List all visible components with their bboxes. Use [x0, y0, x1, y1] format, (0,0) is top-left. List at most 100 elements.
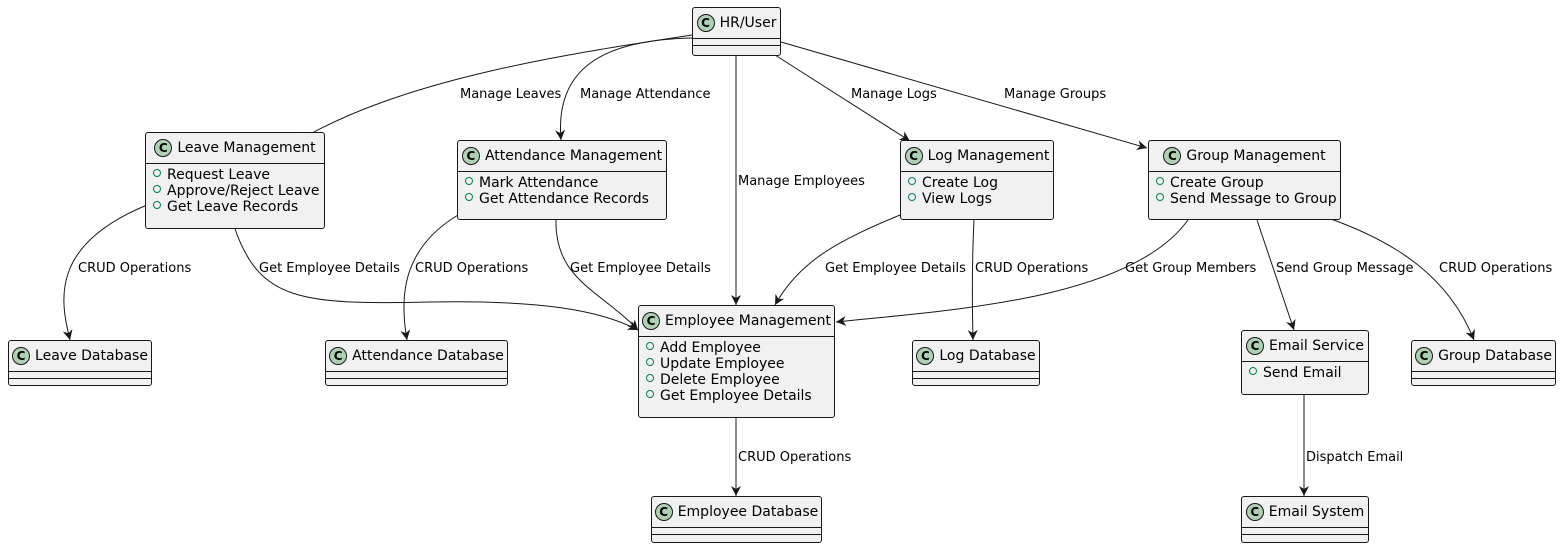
edge-manage-groups [780, 41, 1148, 151]
class-badge-icon: C [904, 147, 923, 165]
class-name: Log Database [939, 348, 1036, 364]
label-group-crud: CRUD Operations [1439, 261, 1552, 276]
public-visibility-icon [1156, 177, 1164, 185]
public-visibility-icon [153, 185, 161, 193]
label-log-get-employee: Get Employee Details [825, 261, 966, 276]
methods-compartment: Request Leave Approve/Reject Leave Get L… [146, 163, 324, 220]
attributes-compartment [9, 371, 151, 378]
method-item: Send Message to Group [1156, 191, 1340, 207]
label-manage-logs: Manage Logs [851, 87, 937, 102]
class-badge-icon: C [696, 14, 715, 32]
label-log-crud: CRUD Operations [975, 261, 1088, 276]
public-visibility-icon [153, 169, 161, 177]
class-badge-icon: C [461, 147, 480, 165]
class-name: Leave Management [177, 140, 316, 156]
label-group-get-members: Get Group Members [1125, 261, 1256, 276]
method-item: Get Leave Records [153, 199, 324, 215]
class-name: Attendance Database [352, 348, 504, 364]
edge-leave-crud [62, 204, 148, 341]
edge-attendance-get-employee [555, 219, 639, 331]
method-item: Get Attendance Records [465, 191, 666, 207]
methods-compartment: Create Log View Logs [901, 171, 1053, 212]
methods-compartment [9, 378, 151, 387]
edge-group-send-message [1256, 219, 1296, 331]
class-name: Email System [1268, 504, 1365, 520]
edge-manage-attendance [555, 37, 693, 141]
class-badge-icon: C [329, 347, 348, 365]
class-name: Email Service [1268, 338, 1365, 354]
methods-compartment: Mark Attendance Get Attendance Records [458, 171, 666, 212]
methods-compartment: Create Group Send Message to Group [1149, 171, 1340, 212]
edge-group-crud [1309, 211, 1475, 341]
method-item: Delete Employee [646, 372, 834, 388]
public-visibility-icon [646, 390, 654, 398]
attributes-compartment [652, 527, 821, 534]
edge-leave-get-employee [234, 228, 639, 331]
class-name: HR/User [719, 15, 777, 31]
edge-manage-logs [774, 54, 911, 142]
class-name: Group Management [1186, 148, 1326, 164]
public-visibility-icon [153, 201, 161, 209]
label-manage-groups: Manage Groups [1004, 87, 1106, 102]
class-name: Group Database [1438, 348, 1552, 364]
method-item: Send Email [1249, 365, 1368, 381]
method-item: View Logs [908, 191, 1053, 207]
label-leave-crud: CRUD Operations [78, 261, 191, 276]
label-group-send-message: Send Group Message [1276, 261, 1414, 276]
edge-log-get-employee [774, 214, 901, 306]
label-employee-crud: CRUD Operations [738, 450, 851, 465]
method-item: Get Employee Details [646, 388, 834, 404]
method-item: Request Leave [153, 167, 324, 183]
public-visibility-icon [908, 177, 916, 185]
class-badge-icon: C [1415, 347, 1434, 365]
class-name: Employee Management [665, 313, 832, 329]
label-leave-get-employee: Get Employee Details [259, 261, 400, 276]
class-badge-icon: C [154, 139, 173, 157]
class-badge-icon: C [642, 312, 660, 330]
methods-compartment [693, 45, 780, 54]
label-manage-employees: Manage Employees [738, 174, 865, 189]
method-item: Add Employee [646, 340, 834, 356]
class-badge-icon: C [1245, 337, 1264, 355]
class-badge-icon: C [1163, 147, 1182, 165]
attributes-compartment [1242, 527, 1368, 534]
label-attendance-crud: CRUD Operations [415, 261, 528, 276]
methods-compartment [1242, 534, 1368, 543]
method-item: Create Group [1156, 175, 1340, 191]
edge-group-get-members [835, 219, 1189, 326]
edge-attendance-crud [400, 214, 459, 341]
class-badge-icon: C [12, 347, 31, 365]
edge-log-crud [967, 219, 978, 341]
public-visibility-icon [908, 193, 916, 201]
label-manage-attendance: Manage Attendance [580, 87, 710, 102]
public-visibility-icon [646, 358, 654, 366]
public-visibility-icon [465, 193, 473, 201]
methods-compartment [326, 378, 507, 387]
public-visibility-icon [1156, 193, 1164, 201]
method-item: Approve/Reject Leave [153, 183, 324, 199]
methods-compartment [652, 534, 821, 543]
methods-compartment [913, 378, 1039, 387]
attributes-compartment [326, 371, 507, 378]
class-name: Employee Database [677, 504, 819, 520]
class-badge-icon: C [654, 503, 673, 521]
label-attendance-get-employee: Get Employee Details [570, 261, 711, 276]
methods-compartment: Send Email [1242, 361, 1368, 386]
method-item: Mark Attendance [465, 175, 666, 191]
method-item: Create Log [908, 175, 1053, 191]
class-badge-icon: C [1245, 503, 1264, 521]
